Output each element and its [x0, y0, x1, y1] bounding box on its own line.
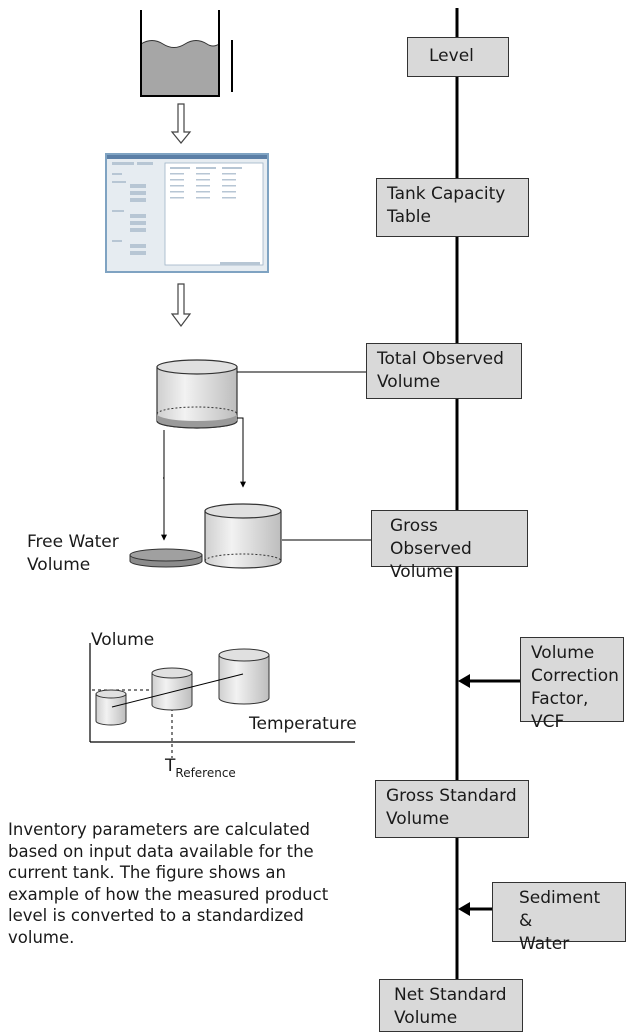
net-standard-volume-box: Net Standard Volume [379, 979, 523, 1032]
large-cylinder [218, 648, 270, 705]
gross-observed-volume-box: Gross Observed Volume [371, 510, 528, 582]
tank-capacity-table-box: Tank Capacity Table [376, 178, 529, 237]
t-reference-label: TReference [165, 755, 236, 780]
volume-temperature-graph [89, 643, 355, 758]
description-line-3: current tank. The figure shows an [8, 863, 286, 882]
vcf-input-arrowhead [458, 674, 470, 688]
t-reference-sub: Reference [175, 766, 236, 780]
free-water-disk [129, 548, 203, 568]
sediment-water-box: Sediment & Water [492, 882, 626, 954]
free-water-label-2: Volume [27, 555, 91, 575]
vcf-label-3: Factor, VCF [531, 689, 589, 732]
gov-arrow [237, 417, 246, 488]
sw-input-arrowhead [458, 902, 470, 916]
graph-x-label: Temperature [249, 714, 357, 734]
free-water-label-1: Free Water [27, 532, 119, 552]
nsv-label-1: Net Standard [394, 985, 507, 1005]
total-observed-cylinder [156, 359, 238, 429]
description-text: Inventory parameters are calculated base… [8, 819, 348, 948]
software-window-thumbnail [105, 153, 269, 273]
vcf-label-1: Volume [531, 643, 595, 663]
description-line-2: based on input data available for the [8, 841, 314, 861]
free-water-label: Free Water Volume [27, 531, 119, 577]
medium-cylinder [151, 667, 193, 711]
sw-label-2: Water [519, 934, 570, 954]
total-observed-volume-box: Total Observed Volume [366, 343, 522, 399]
down-arrow-2 [170, 283, 192, 327]
description-line-6: volume. [8, 927, 75, 947]
tov-label-2: Volume [377, 372, 441, 392]
tov-label-1: Total Observed [377, 349, 504, 369]
tank-capacity-label-2: Table [387, 207, 431, 227]
description-line-1: Inventory parameters are calculated [8, 820, 311, 839]
vcf-label-2: Correction [531, 666, 619, 686]
trend-line [111, 673, 244, 708]
level-box: Level [407, 37, 509, 77]
vcf-box: Volume Correction Factor, VCF [520, 637, 624, 732]
gov-label-1: Gross Observed [390, 516, 472, 559]
gov-label-2: Volume [390, 562, 454, 582]
small-cylinder [95, 689, 127, 726]
down-arrow-1 [170, 103, 192, 144]
gsv-label-1: Gross Standard [386, 786, 517, 806]
tank-icon [140, 10, 233, 97]
t-reference-main: T [165, 756, 176, 776]
level-label: Level [429, 46, 474, 66]
graph-y-label: Volume [91, 630, 155, 650]
sw-label-1: Sediment & [519, 888, 601, 931]
gross-standard-volume-box: Gross Standard Volume [375, 780, 529, 838]
gsv-label-2: Volume [386, 809, 450, 829]
nsv-label-2: Volume [394, 1008, 458, 1028]
description-line-4: example of how the measured product [8, 884, 329, 904]
gross-observed-cylinder [204, 503, 282, 569]
tank-capacity-label-1: Tank Capacity [387, 184, 506, 204]
description-line-5: level is converted to a standardized [8, 906, 304, 925]
